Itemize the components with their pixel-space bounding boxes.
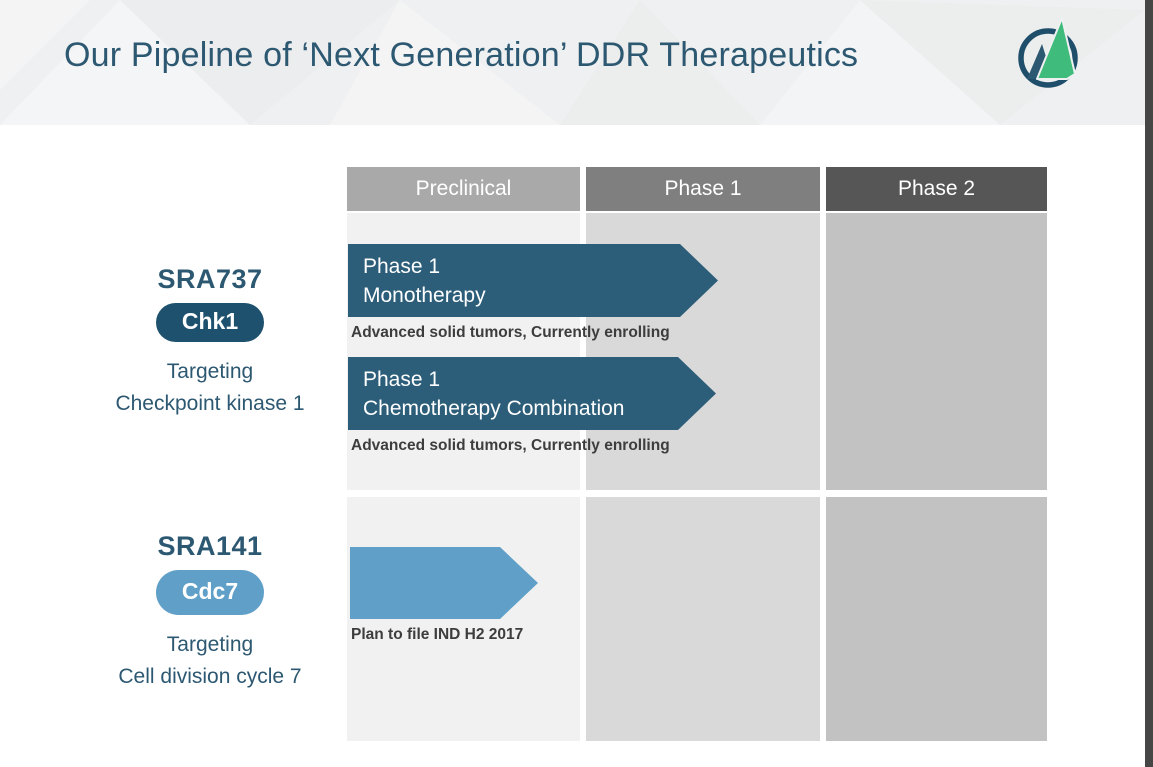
title-band	[0, 0, 1145, 125]
targeting-line: Targeting	[166, 360, 254, 383]
targeting-description: Targeting Cell division cycle 7	[75, 629, 345, 693]
column-header-preclinical: Preclinical	[347, 167, 580, 211]
logo-green-mountain-icon	[1036, 17, 1076, 80]
targeting-line: Checkpoint kinase 1	[115, 392, 305, 415]
page-title: Our Pipeline of ‘Next Generation’ DDR Th…	[64, 36, 859, 74]
trial-arrow-label-line: Monotherapy	[363, 283, 486, 307]
program-name: SRA141	[157, 531, 263, 561]
cell-sra141-phase2	[826, 497, 1047, 741]
trial-arrow-label-line: Phase 1	[363, 254, 441, 278]
polygon-pattern-decoration	[0, 0, 1145, 125]
target-badge-chk1: Chk1	[155, 303, 265, 342]
logo-ring-icon	[1018, 28, 1078, 88]
cell-sra141-preclinical	[347, 497, 580, 741]
targeting-description: Targeting Checkpoint kinase 1	[75, 356, 345, 420]
trial-arrow-monotherapy: Phase 1 Monotherapy	[348, 244, 718, 317]
target-badge-cdc7: Cdc7	[155, 570, 265, 615]
trial-arrow-sra141-preclinical	[350, 547, 538, 619]
trial-arrow-label-line: Phase 1	[363, 367, 441, 391]
column-header-phase2: Phase 2	[826, 167, 1047, 211]
trial-arrow-label-line: Chemotherapy Combination	[363, 396, 625, 420]
trial-arrow-chemo-combination: Phase 1 Chemotherapy Combination	[348, 357, 716, 430]
right-edge-scrollbar[interactable]	[1145, 0, 1153, 767]
cell-sra737-phase2	[826, 213, 1047, 490]
targeting-line: Targeting	[166, 633, 254, 656]
program-name: SRA737	[157, 264, 263, 294]
program-sra737: SRA737 Chk1 Targeting Checkpoint kinase …	[75, 264, 345, 420]
cell-sra141-phase1	[586, 497, 820, 741]
column-header-phase1: Phase 1	[586, 167, 820, 211]
targeting-line: Cell division cycle 7	[118, 665, 302, 688]
trial-caption-monotherapy: Advanced solid tumors, Currently enrolli…	[351, 324, 670, 341]
company-logo	[1006, 10, 1092, 100]
trial-caption-chemo-combination: Advanced solid tumors, Currently enrolli…	[351, 437, 670, 454]
trial-caption-sra141-ind: Plan to file IND H2 2017	[351, 626, 524, 643]
program-sra141: SRA141 Cdc7 Targeting Cell division cycl…	[75, 531, 345, 693]
